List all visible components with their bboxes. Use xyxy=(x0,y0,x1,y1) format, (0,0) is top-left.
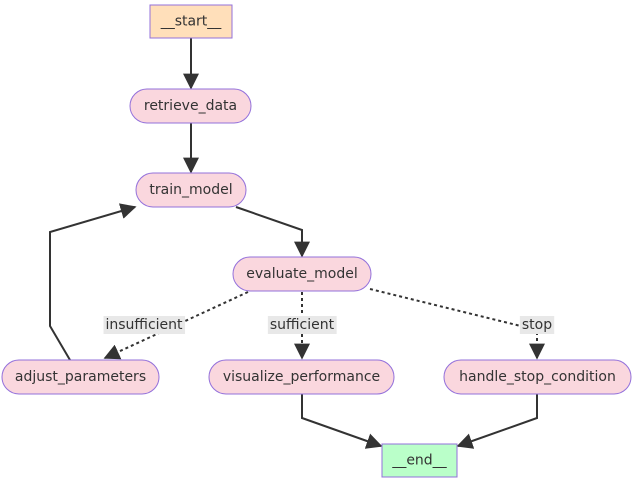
node-handle-stop-condition: handle_stop_condition xyxy=(443,359,632,395)
nodes-layer: __start__ retrieve_data train_modelevaluat… xyxy=(1,4,632,478)
node-shape xyxy=(135,172,247,208)
node-label: handle_stop_condition xyxy=(459,369,616,385)
node-shape xyxy=(149,4,233,39)
node-label: __start__ xyxy=(160,14,223,30)
edge-label-stop: stop xyxy=(519,316,555,334)
edge-label-sufficient: sufficient xyxy=(267,316,337,334)
node-shape xyxy=(1,359,160,395)
node-label: adjust_parameters xyxy=(15,369,146,385)
edge-label-background xyxy=(103,316,186,334)
node-start: __start__ xyxy=(149,4,233,39)
node-label: train_model xyxy=(149,182,232,198)
edge-train_model-to-evaluate_model xyxy=(235,206,310,258)
edge-label-insufficient: insufficient xyxy=(103,316,186,334)
node-evaluate-model: evaluate_model xyxy=(232,256,372,292)
node-shape xyxy=(129,88,252,124)
edge-handle_stop_condition-to-end xyxy=(456,394,538,449)
edge-label-text: stop xyxy=(522,317,552,333)
node-label: evaluate_model xyxy=(246,266,358,282)
node-shape xyxy=(443,359,632,395)
edge-adjust_parameters-to-train_model xyxy=(49,203,137,361)
node-label: __end__ xyxy=(391,453,447,469)
edge-labels-layer: insufficient sufficient stop xyxy=(103,316,555,334)
node-label: retrieve_data xyxy=(144,98,237,114)
node-label: visualize_performance xyxy=(223,369,380,385)
edge-evaluate_model-to-handle_stop_condition xyxy=(369,288,545,360)
edge-label-background xyxy=(519,316,555,334)
node-shape xyxy=(381,443,458,478)
edge-visualize_performance-to-end xyxy=(301,394,383,449)
node-shape xyxy=(232,256,372,292)
node-visualize-performance: visualize_performance xyxy=(208,359,395,395)
node-retrieve-data: retrieve_data xyxy=(129,88,252,124)
node-train-model: train_model xyxy=(135,172,247,208)
edge-label-background xyxy=(267,316,337,334)
edge-label-text: insufficient xyxy=(105,317,183,333)
edge-label-text: sufficient xyxy=(270,317,335,333)
node-end: __end__ xyxy=(381,443,458,478)
node-shape xyxy=(208,359,395,395)
node-adjust-parameters: adjust_parameters xyxy=(1,359,160,395)
